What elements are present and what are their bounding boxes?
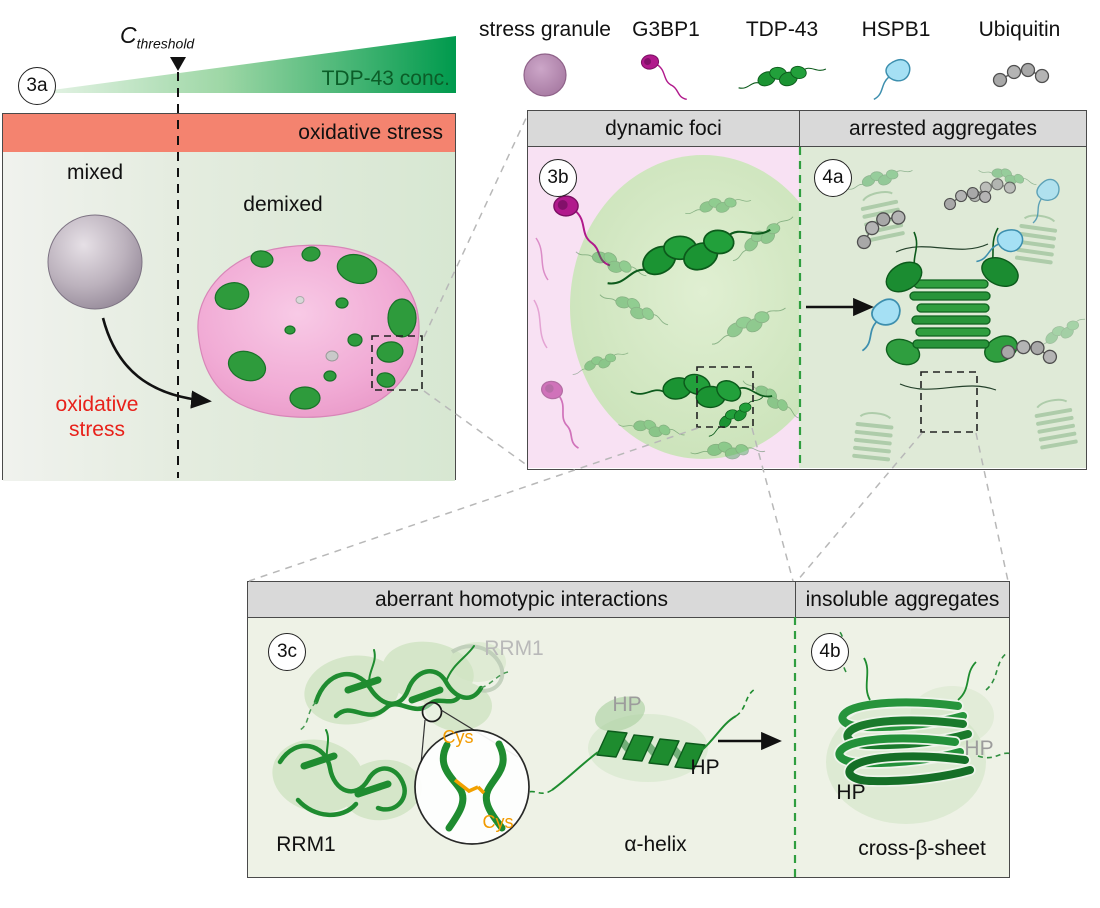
header-insoluble-aggregates: insoluble aggregates xyxy=(795,582,1009,617)
dynamic-foci-background xyxy=(528,147,799,468)
oxidative-stress-line2: stress xyxy=(68,418,125,442)
cys-label-bottom: Cys xyxy=(482,812,514,832)
hp-label-gray-helix: HP xyxy=(612,693,642,716)
cross-beta-sheet-label: cross-β-sheet xyxy=(858,837,986,860)
tdp43-conc-label: TDP-43 conc. xyxy=(321,67,450,90)
cys-label-top: Cys xyxy=(442,727,474,747)
tdp43-icon xyxy=(736,60,828,93)
badge-3b: 3b xyxy=(539,159,577,197)
badge-4a: 4a xyxy=(814,159,852,197)
panel-3c-4b-header: aberrant homotypic interactions insolubl… xyxy=(248,582,1009,618)
legend-label-stress-granule: stress granule xyxy=(479,18,611,41)
badge-4b: 4b xyxy=(811,633,849,671)
ubiquitin-icon xyxy=(992,62,1050,88)
arrested-aggregates-background xyxy=(799,147,1086,468)
hp-label-black-helix: HP xyxy=(690,756,720,779)
legend-label-hspb1: HSPB1 xyxy=(861,18,931,41)
panel-3b-4a-header: dynamic foci arrested aggregates xyxy=(528,111,1086,147)
rrm1-label-black: RRM1 xyxy=(276,833,336,856)
legend-label-tdp43: TDP-43 xyxy=(745,18,819,41)
badge-3a: 3a xyxy=(18,67,56,105)
stress-granule-icon xyxy=(523,53,567,97)
legend-label-g3bp1: G3BP1 xyxy=(632,18,700,41)
rrm1-label-gray: RRM1 xyxy=(484,637,544,660)
mixed-label: mixed xyxy=(66,161,124,184)
c-threshold-subscript: threshold xyxy=(136,35,195,52)
g3bp1-icon xyxy=(639,50,688,106)
header-dynamic-foci: dynamic foci xyxy=(605,116,722,140)
header-aberrant-homotypic: aberrant homotypic interactions xyxy=(375,587,668,611)
alpha-helix-label: α-helix xyxy=(624,833,687,856)
oxidative-stress-bar-label: oxidative stress xyxy=(298,121,443,144)
panel-3b-4a: dynamic foci arrested aggregates xyxy=(527,110,1087,470)
oxidative-stress-line1: oxidative xyxy=(55,393,139,416)
c-threshold-symbol: C xyxy=(120,22,137,48)
legend-label-ubiquitin: Ubiquitin xyxy=(978,18,1061,41)
hp-label-black-sheet: HP xyxy=(836,781,866,804)
hp-label-gray-sheet: HP xyxy=(964,737,994,760)
c-threshold-label: Cthreshold xyxy=(120,22,194,52)
badge-3c: 3c xyxy=(268,633,306,671)
c-threshold-marker xyxy=(170,57,186,71)
panel-3b-4a-body xyxy=(528,147,1086,468)
demixed-label: demixed xyxy=(243,193,323,216)
oxidative-stress-label: oxidative stress xyxy=(33,392,161,442)
oxidative-stress-bar: oxidative stress xyxy=(3,114,455,152)
hspb1-icon xyxy=(873,58,911,101)
header-arrested-aggregates: arrested aggregates xyxy=(799,111,1086,146)
